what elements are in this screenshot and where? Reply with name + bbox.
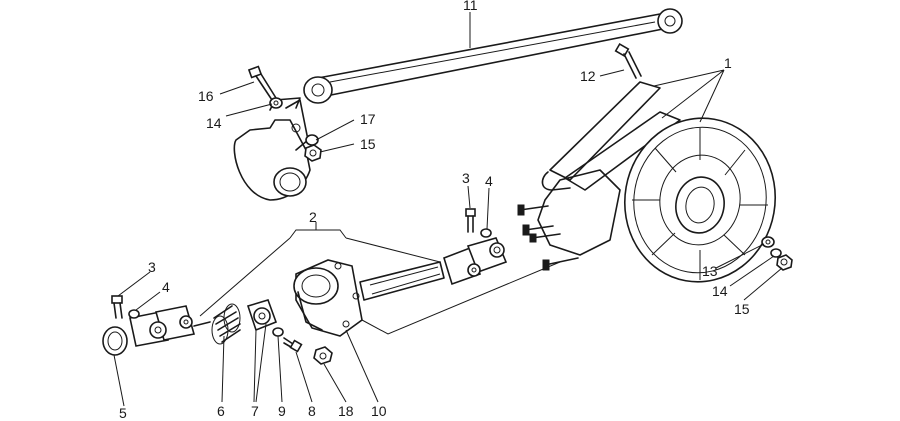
collar-7: [246, 299, 278, 332]
nut-15-right: [776, 254, 793, 271]
callout-7: 7: [251, 403, 259, 419]
washer-9: [272, 327, 284, 337]
callout-4-right: 4: [485, 173, 493, 189]
callout-10: 10: [371, 403, 387, 419]
callout-6: 6: [217, 403, 225, 419]
housing-10: [293, 259, 363, 337]
washer-14-right: [770, 248, 782, 258]
callout-labels: 11 12 1 16 14 17 15 2 3 4 3 4 5 6 7 9 8 …: [119, 0, 750, 421]
callout-18: 18: [338, 403, 354, 419]
leader-lines: [113, 12, 783, 407]
callout-15-right: 15: [734, 301, 750, 317]
callout-9: 9: [278, 403, 286, 419]
callout-3-left: 3: [148, 259, 156, 275]
callout-3-right: 3: [462, 170, 470, 186]
washer-14-top: [269, 97, 283, 109]
washer-4-left: [128, 309, 140, 319]
callout-15-top: 15: [360, 136, 376, 152]
callout-8: 8: [308, 403, 316, 419]
frame-bracket: [233, 97, 311, 201]
callout-14-top: 14: [206, 115, 222, 131]
washer-13: [761, 236, 775, 248]
callout-4-left: 4: [162, 279, 170, 295]
oil-seal-5: [102, 326, 128, 356]
callout-12: 12: [580, 68, 596, 84]
callout-2: 2: [309, 209, 317, 225]
callout-13: 13: [702, 263, 718, 279]
callout-5: 5: [119, 405, 127, 421]
callout-1: 1: [724, 55, 732, 71]
hub-brake-plate-assembly: [517, 81, 777, 283]
bolt-8: [283, 337, 303, 353]
bolt-12: [614, 42, 642, 79]
callout-11: 11: [463, 0, 478, 13]
bolt-3-left: [111, 295, 123, 319]
callout-17: 17: [360, 111, 376, 127]
spring-6: [211, 303, 241, 345]
bolt-3-right: [465, 208, 476, 233]
reaction-rod: [303, 8, 683, 104]
bolt-16: [247, 65, 277, 101]
nut-15-top: [304, 144, 322, 162]
nut-18: [313, 346, 333, 365]
callout-16: 16: [198, 88, 214, 104]
callout-14-right: 14: [712, 283, 728, 299]
washer-4-right: [480, 228, 492, 238]
drive-shaft: [129, 237, 508, 347]
